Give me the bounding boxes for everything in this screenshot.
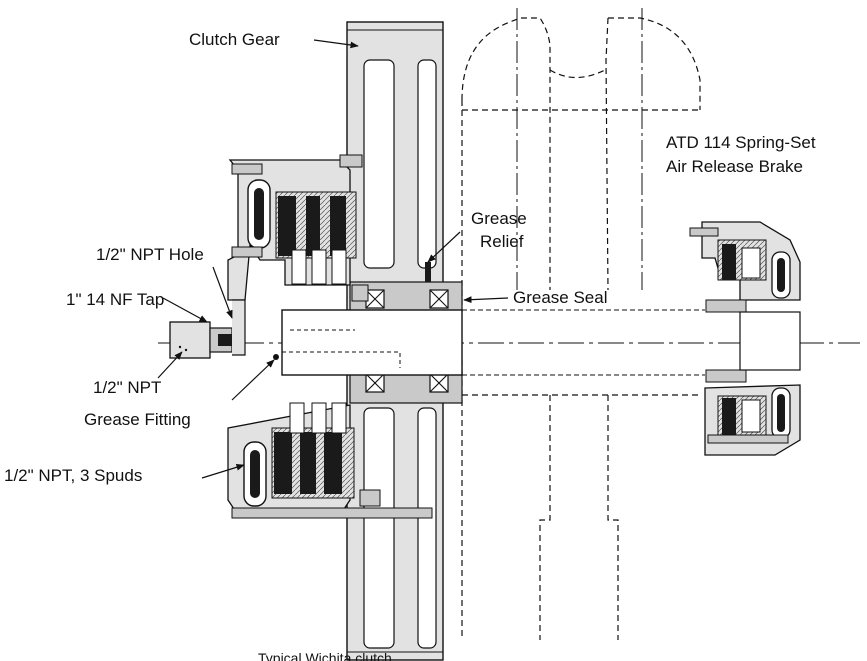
leader-clutch-gear bbox=[313, 39, 359, 49]
brake-assembly bbox=[689, 221, 801, 456]
leader-grease-seal bbox=[463, 296, 509, 304]
leader-grease-relief bbox=[427, 231, 461, 263]
label-clutch-gear: Clutch Gear bbox=[189, 30, 280, 49]
label-grease-fitting-line1: 1/2" NPT bbox=[93, 378, 162, 397]
leader-lines bbox=[157, 39, 509, 479]
shaft-extension bbox=[462, 309, 705, 376]
leader-nf-tap bbox=[162, 297, 208, 323]
label-brake-title-line1: ATD 114 Spring-Set bbox=[666, 133, 816, 152]
label-grease-fitting-line2: Grease Fitting bbox=[84, 410, 191, 429]
clutch-upper-body bbox=[227, 154, 369, 302]
label-spuds: 1/2" NPT, 3 Spuds bbox=[4, 466, 143, 485]
figure-caption: Typical Wichita clutch bbox=[258, 650, 392, 661]
rotary-air-inlet bbox=[169, 299, 246, 359]
leader-grease-fitting-npt bbox=[157, 351, 183, 379]
label-grease-relief-line2: Relief bbox=[480, 232, 524, 251]
label-nf-tap: 1" 14 NF Tap bbox=[66, 290, 165, 309]
brake-drum-outline bbox=[461, 17, 701, 640]
leader-grease-fitting bbox=[231, 359, 275, 401]
label-grease-seal: Grease Seal bbox=[513, 288, 608, 307]
leader-spuds bbox=[201, 464, 245, 479]
label-brake-title-line2: Air Release Brake bbox=[666, 157, 804, 176]
clutch-lower-body bbox=[227, 402, 433, 519]
shaft bbox=[273, 309, 463, 376]
label-npt-hole: 1/2" NPT Hole bbox=[96, 245, 204, 264]
hub-bearings bbox=[349, 262, 463, 404]
leader-npt-hole bbox=[212, 266, 233, 319]
label-grease-relief-line1: Grease bbox=[471, 209, 527, 228]
